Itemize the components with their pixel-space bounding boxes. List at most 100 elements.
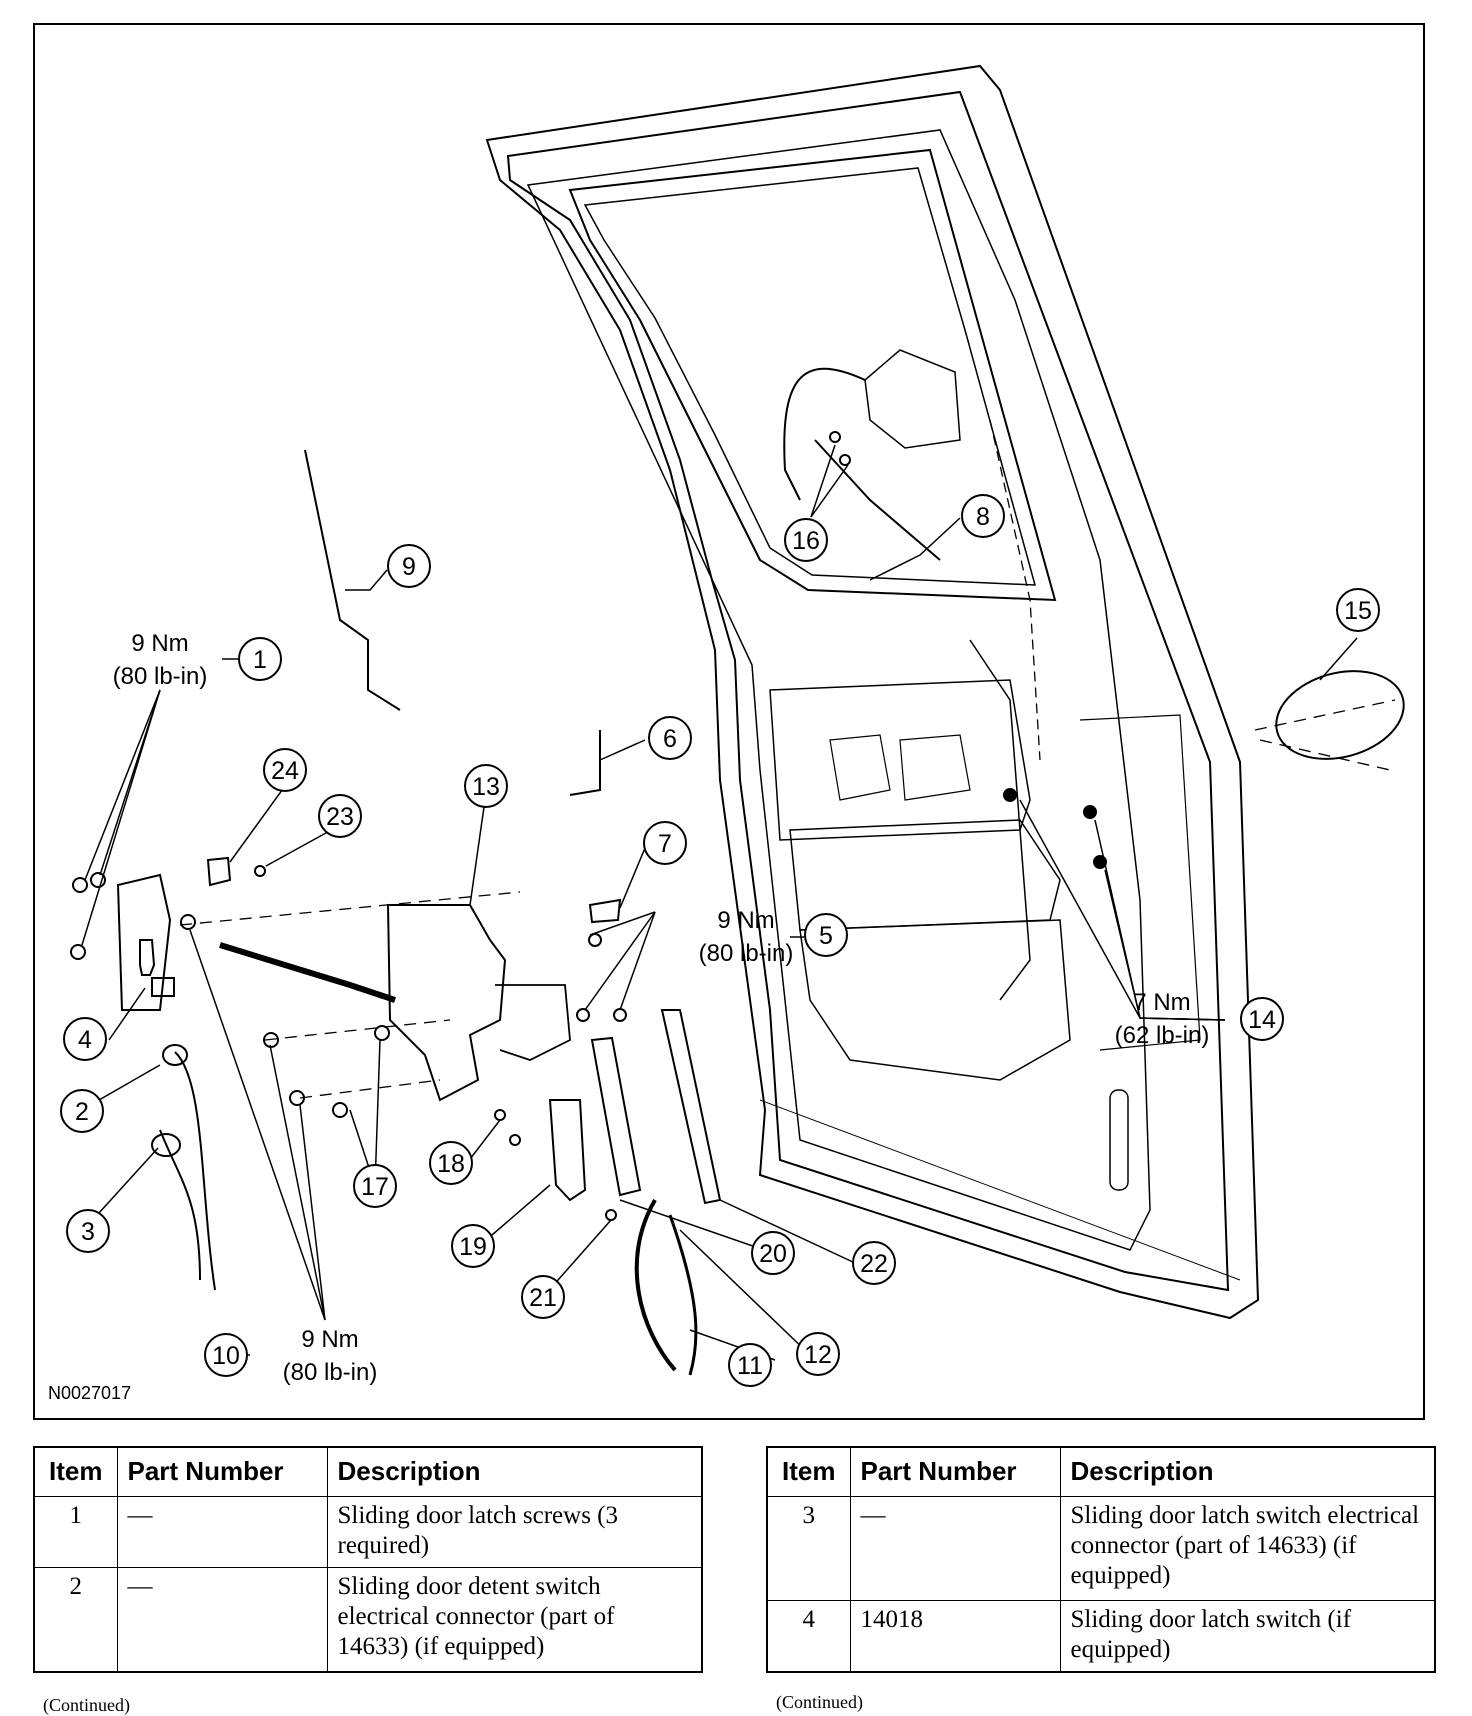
callout-label: 4	[78, 1026, 92, 1054]
callout-circle	[751, 1231, 795, 1275]
parts-table-left: Item Part Number Description 1 — Sliding…	[33, 1446, 703, 1673]
continued-note-left: (Continued)	[43, 1695, 130, 1715]
loose-parts	[70, 431, 1405, 1376]
callout-circle	[451, 1224, 495, 1268]
item-cell: 2	[33, 1567, 118, 1672]
callout-circle	[796, 1332, 840, 1376]
callout-circle	[263, 748, 307, 792]
callout-circle	[852, 1241, 896, 1285]
callout-circle	[60, 1089, 104, 1133]
callout-20: 20	[751, 1231, 795, 1275]
callout-13: 13	[464, 764, 508, 808]
table-header-row: Item Part Number Description	[33, 1446, 703, 1497]
callout-22: 22	[852, 1241, 896, 1285]
table-row: 3 — Sliding door latch switch electrical…	[766, 1496, 1436, 1601]
callout-24: 24	[263, 748, 307, 792]
callout-17: 17	[353, 1164, 397, 1208]
callout-5: 5	[804, 913, 848, 957]
callout-4: 4	[63, 1017, 107, 1061]
callout-18: 18	[429, 1141, 473, 1185]
callout-21: 21	[521, 1275, 565, 1319]
description-cell: Sliding door latch switch (if equipped)	[1059, 1600, 1436, 1673]
callout-circle	[387, 544, 431, 588]
parts-table-right: Item Part Number Description 3 — Sliding…	[766, 1446, 1436, 1673]
callout-label: 10	[212, 1342, 240, 1370]
table-header-row: Item Part Number Description	[766, 1446, 1436, 1497]
callout-label: 15	[1344, 597, 1372, 625]
callout-label: 17	[361, 1173, 389, 1201]
item-cell: 1	[33, 1496, 118, 1568]
torque-lbin-label: (80 lb-in)	[113, 663, 208, 690]
header-item: Item	[766, 1446, 851, 1497]
callout-label: 21	[529, 1284, 557, 1312]
callout-label: 1	[253, 646, 267, 674]
table-row: 1 — Sliding door latch screws (3 require…	[33, 1496, 703, 1568]
callout-circle	[238, 637, 282, 681]
item-cell: 4	[766, 1600, 851, 1673]
callout-3: 3	[66, 1209, 110, 1253]
callout-1: 1	[238, 637, 282, 681]
callout-label: 23	[326, 803, 354, 831]
callout-circle	[429, 1141, 473, 1185]
callout-circle	[1240, 997, 1284, 1041]
torque-nm-label: 9 Nm	[131, 630, 188, 657]
callout-circle	[521, 1275, 565, 1319]
torque-nm-label: 7 Nm	[1133, 989, 1190, 1016]
callout-label: 9	[402, 553, 416, 581]
description-cell: Sliding door latch screws (3 required)	[326, 1496, 703, 1568]
callout-label: 22	[860, 1250, 888, 1278]
callout-label: 14	[1248, 1006, 1276, 1034]
table-row: 2 — Sliding door detent switch electrica…	[33, 1567, 703, 1672]
header-description: Description	[1059, 1446, 1436, 1497]
callout-11: 11	[728, 1343, 772, 1387]
callout-16: 16	[784, 518, 828, 562]
callout-label: 18	[437, 1150, 465, 1178]
callout-label: 24	[271, 757, 299, 785]
leader-lines	[81, 444, 1358, 1361]
callout-7: 7	[643, 821, 687, 865]
callout-circle	[804, 913, 848, 957]
callout-14: 14	[1240, 997, 1284, 1041]
callout-label: 6	[663, 725, 677, 753]
callout-circle	[648, 716, 692, 760]
callout-19: 19	[451, 1224, 495, 1268]
part-number-cell: —	[116, 1567, 328, 1672]
description-cell: Sliding door detent switch electrical co…	[326, 1567, 703, 1672]
callout-label: 19	[459, 1233, 487, 1261]
callout-circle	[63, 1017, 107, 1061]
sliding-door-panel	[485, 64, 1260, 1320]
callout-label: 7	[658, 830, 672, 858]
diagram-frame	[33, 23, 1425, 1420]
item-cell: 3	[766, 1496, 851, 1601]
callout-circle	[353, 1164, 397, 1208]
callout-9: 9	[387, 544, 431, 588]
callout-label: 11	[737, 1352, 763, 1380]
header-part-number: Part Number	[116, 1446, 328, 1497]
callout-circle	[66, 1209, 110, 1253]
callout-label: 2	[75, 1098, 89, 1126]
callout-label: 12	[804, 1341, 832, 1369]
callout-circle	[204, 1333, 248, 1377]
callout-2: 2	[60, 1089, 104, 1133]
part-number-cell: 14018	[849, 1600, 1061, 1673]
callout-circle	[1336, 588, 1380, 632]
figure-id: N0027017	[48, 1383, 132, 1403]
callout-circle	[464, 764, 508, 808]
description-cell: Sliding door latch switch electrical con…	[1059, 1496, 1436, 1601]
callout-12: 12	[796, 1332, 840, 1376]
callout-label: 3	[81, 1218, 95, 1246]
torque-nm-label: 9 Nm	[717, 907, 774, 934]
torque-lbin-label: (62 lb-in)	[1115, 1022, 1210, 1049]
callout-label: 20	[759, 1240, 787, 1268]
torque-lbin-label: (80 lb-in)	[283, 1359, 378, 1386]
callout-label: 13	[472, 773, 500, 801]
torque-nm-label: 9 Nm	[301, 1326, 358, 1353]
callout-circle	[643, 821, 687, 865]
table-row: 4 14018 Sliding door latch switch (if eq…	[766, 1600, 1436, 1673]
part-number-cell: —	[849, 1496, 1061, 1601]
callout-8: 8	[961, 494, 1005, 538]
callout-circle	[784, 518, 828, 562]
callout-circle	[961, 494, 1005, 538]
header-part-number: Part Number	[849, 1446, 1061, 1497]
